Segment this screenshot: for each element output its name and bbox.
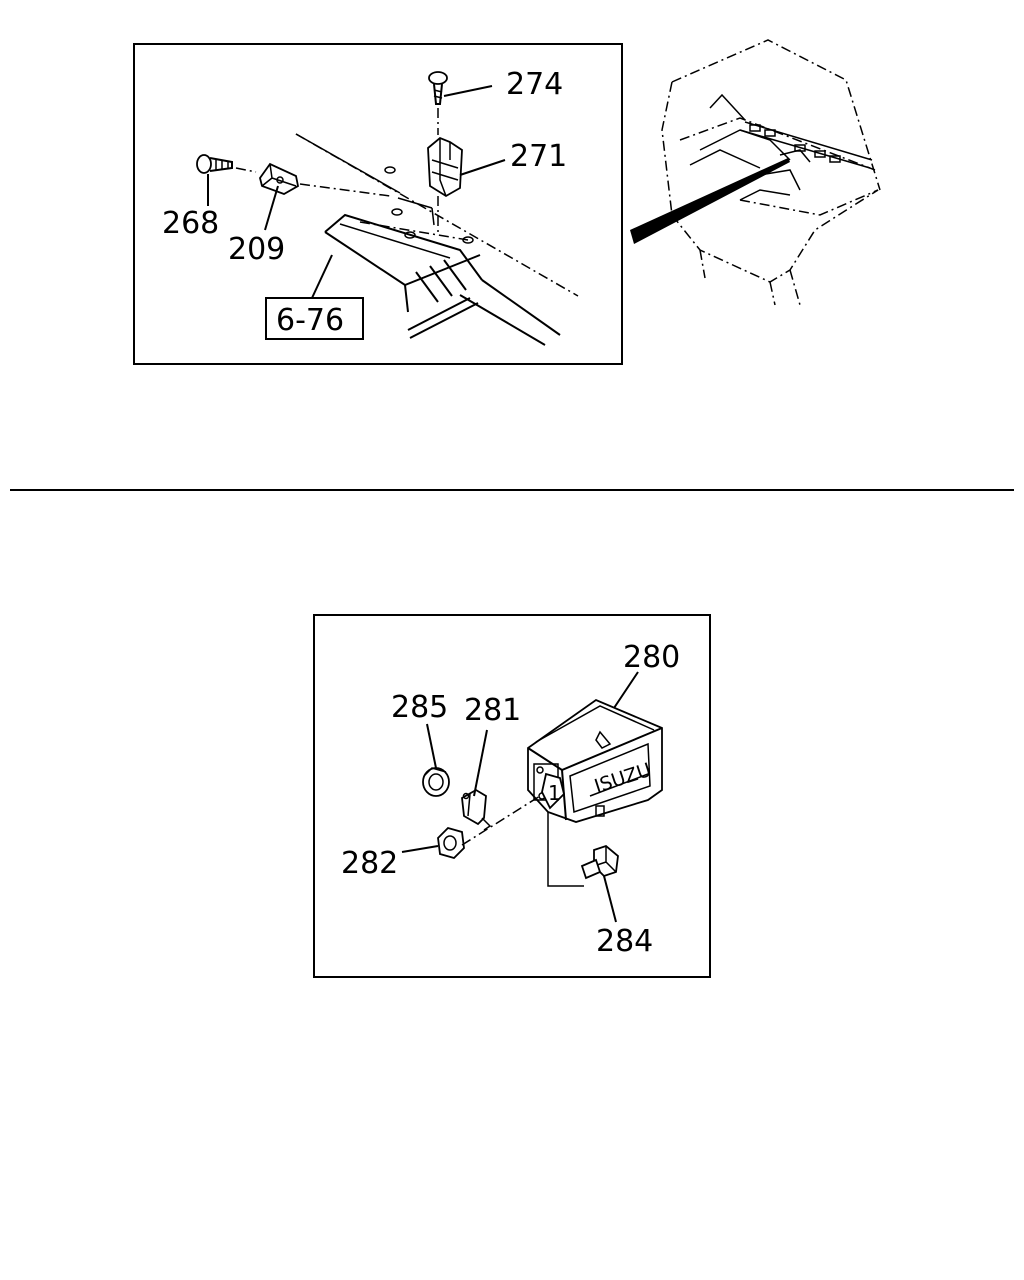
callout-274: 274 <box>506 67 563 102</box>
bolt-284-icon <box>580 844 619 880</box>
callout-268: 268 <box>162 206 219 241</box>
truck-cab-sketch <box>630 39 881 306</box>
callout-280: 280 <box>623 640 680 675</box>
nut-282-icon <box>437 826 465 860</box>
callout-281: 281 <box>464 693 521 728</box>
callout-271: 271 <box>510 139 567 174</box>
roof-panel-lines <box>295 133 579 346</box>
grommet-285-icon <box>422 767 450 797</box>
ref-box-frame <box>265 297 364 340</box>
clip-nut-209-icon <box>259 162 300 195</box>
callout-284: 284 <box>596 924 653 959</box>
reference-box-6-76: 6-76 <box>276 303 344 338</box>
bottom-leader-lines <box>401 671 639 923</box>
lamp-tag-text: 1 <box>548 781 561 805</box>
top-leader-lines <box>207 85 506 299</box>
callout-282: 282 <box>341 846 398 881</box>
bottom-assembly-lines <box>461 795 584 887</box>
top-panel-frame <box>133 43 623 365</box>
zoom-pointer <box>630 158 790 244</box>
bottom-detail-panel: 1 ISUZU <box>313 614 711 978</box>
screw-274-icon <box>428 71 448 135</box>
clip-271-icon <box>427 136 463 232</box>
top-detail-panel: 274 271 268 209 6-76 <box>133 43 623 365</box>
marker-lamp-280-icon: 1 ISUZU <box>527 698 663 823</box>
callout-209: 209 <box>228 232 285 267</box>
callout-285: 285 <box>391 690 448 725</box>
screw-268-icon <box>196 154 257 174</box>
